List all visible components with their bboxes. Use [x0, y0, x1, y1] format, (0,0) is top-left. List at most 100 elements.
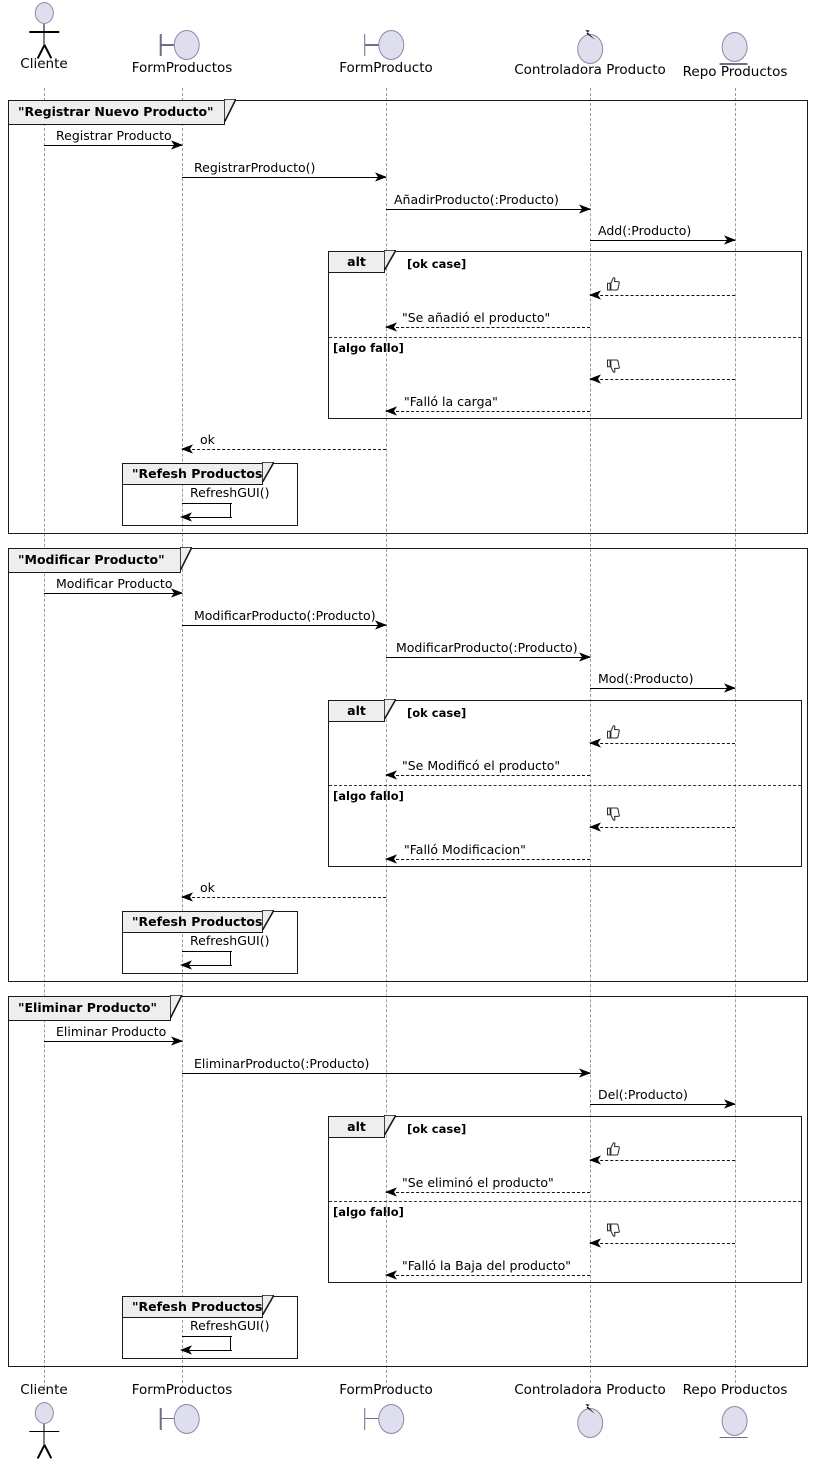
- self-message-refreshgui-2[interactable]: RefreshGUI(): [180, 934, 269, 970]
- participant-controladora-header[interactable]: Controladora Producto: [514, 30, 666, 78]
- alt-separator: [329, 337, 801, 338]
- message-label: "Se añadió el producto": [402, 309, 551, 325]
- lifeline-cliente: [44, 88, 45, 1388]
- fragment-refesh-productos-2[interactable]: "Refesh Productos": [122, 910, 298, 974]
- message-label: Registrar Producto: [56, 127, 172, 143]
- arrow-head-icon: [589, 289, 601, 301]
- fragment-refesh-productos-3[interactable]: "Refesh Productos": [122, 1295, 298, 1359]
- fold-corner-icon: [180, 547, 192, 571]
- arrow-head-icon: [724, 234, 736, 246]
- alt-header: alt: [329, 1115, 396, 1138]
- participant-cliente-header[interactable]: Cliente: [20, 2, 68, 72]
- arrow-head-icon: [181, 891, 193, 903]
- fold-corner-icon: [262, 462, 274, 483]
- fragment-header: "Registrar Nuevo Producto": [9, 99, 236, 125]
- arrow-head-icon: [589, 373, 601, 385]
- message-label: EliminarProducto(:Producto): [194, 1055, 370, 1071]
- self-message-refreshgui-3[interactable]: RefreshGUI(): [180, 1319, 269, 1355]
- fragment-header: "Modificar Producto": [9, 547, 192, 573]
- thumbs-up-icon: [606, 724, 621, 740]
- message-label: "Falló Modificacion": [404, 841, 526, 857]
- fragment-alt-registrar[interactable]: alt [ok case] [algo fallo]: [328, 250, 802, 419]
- lifeline-repo: [735, 88, 736, 1388]
- fragment-header: "Refesh Productos": [123, 1295, 274, 1318]
- message-label: "Se Modificó el producto": [402, 757, 561, 773]
- fragment-eliminar-producto[interactable]: "Eliminar Producto": [8, 995, 808, 1367]
- self-message-label: RefreshGUI(): [190, 933, 270, 948]
- participant-repo-footer[interactable]: Repo Productos: [683, 1383, 787, 1440]
- fragment-registrar-nuevo-producto[interactable]: "Registrar Nuevo Producto": [8, 99, 808, 534]
- fragment-title: "Refesh Productos": [132, 1298, 269, 1314]
- participant-formproductos-footer[interactable]: FormProductos: [131, 1382, 233, 1436]
- arrow-head-icon: [579, 1067, 591, 1079]
- message-label: Add(:Producto): [598, 222, 692, 238]
- message-label: RegistrarProducto(): [194, 159, 316, 175]
- message-label: ok: [200, 879, 215, 895]
- actor-icon: [21, 1401, 67, 1459]
- control-icon: [575, 1403, 605, 1438]
- arrow-head-icon: [180, 1344, 192, 1356]
- participant-label: Repo Productos: [682, 64, 788, 80]
- fragment-title: "Refesh Productos": [132, 913, 269, 929]
- participant-label: FormProductos: [131, 1382, 233, 1398]
- actor-icon: [21, 2, 67, 59]
- arrow-head-icon: [385, 769, 397, 781]
- participant-label: FormProducto: [339, 60, 433, 76]
- fold-corner-icon: [262, 1295, 274, 1316]
- fragment-alt-modificar[interactable]: alt [ok case] [algo fallo]: [328, 699, 802, 867]
- fragment-refesh-productos-1[interactable]: "Refesh Productos": [122, 462, 298, 526]
- arrow-head-icon: [180, 959, 192, 971]
- participant-controladora-footer[interactable]: Controladora Producto: [514, 1382, 666, 1438]
- lifeline-formproductos: [182, 88, 183, 1388]
- arrow-head-icon: [171, 139, 183, 151]
- participant-formproductos-header[interactable]: FormProductos: [132, 30, 232, 76]
- participant-label: Cliente: [20, 56, 68, 72]
- arrow-head-icon: [724, 1098, 736, 1110]
- fragment-modificar-producto[interactable]: "Modificar Producto": [8, 547, 808, 982]
- participant-repo-header[interactable]: Repo Productos: [682, 32, 788, 80]
- thumbs-up-icon: [606, 276, 621, 292]
- arrow-head-icon: [385, 853, 397, 865]
- fragment-alt-eliminar[interactable]: alt [ok case] [algo fallo]: [328, 1115, 802, 1283]
- self-message-refreshgui-1[interactable]: RefreshGUI(): [180, 486, 269, 522]
- alt-separator: [329, 1201, 801, 1202]
- alt-guard-fail: [algo fallo]: [333, 1205, 404, 1219]
- boundary-icon: [364, 1403, 408, 1436]
- thumbs-down-icon: [606, 358, 621, 374]
- fold-corner-icon: [170, 995, 182, 1019]
- message-label: ModificarProducto(:Producto): [396, 639, 578, 655]
- message-label: Del(:Producto): [598, 1086, 688, 1102]
- boundary-icon: [160, 30, 204, 62]
- alt-header: alt: [329, 250, 396, 273]
- arrow-head-icon: [589, 821, 601, 833]
- thumbs-down-icon: [606, 1222, 621, 1238]
- arrow-head-icon: [385, 321, 397, 333]
- participant-formproducto-header[interactable]: FormProducto: [339, 30, 433, 76]
- alt-label: alt: [347, 1118, 366, 1134]
- fold-corner-icon: [384, 699, 396, 720]
- arrow-head-icon: [385, 1269, 397, 1281]
- boundary-icon: [160, 1403, 204, 1436]
- participant-label: Controladora Producto: [514, 1382, 666, 1398]
- participant-label: Controladora Producto: [514, 62, 666, 78]
- message-label: AñadirProducto(:Producto): [394, 191, 559, 207]
- alt-header: alt: [329, 699, 396, 722]
- alt-guard-ok: [ok case]: [407, 257, 467, 271]
- message-label: Mod(:Producto): [598, 670, 694, 686]
- arrow-head-icon: [171, 587, 183, 599]
- entity-icon: [719, 1405, 750, 1440]
- participant-cliente-footer[interactable]: Cliente: [20, 1383, 68, 1459]
- arrow-head-icon: [385, 405, 397, 417]
- participant-formproducto-footer[interactable]: FormProducto: [339, 1383, 433, 1436]
- fold-corner-icon: [262, 910, 274, 931]
- alt-guard-ok: [ok case]: [407, 1122, 467, 1136]
- entity-icon: [719, 32, 750, 66]
- message-label: "Falló la Baja del producto": [402, 1257, 572, 1273]
- alt-guard-fail: [algo fallo]: [333, 341, 404, 355]
- fold-corner-icon: [384, 1115, 396, 1136]
- fragment-title: "Registrar Nuevo Producto": [18, 104, 214, 120]
- arrow-head-icon: [180, 511, 192, 523]
- alt-guard-fail: [algo fallo]: [333, 789, 404, 803]
- lifeline-formproducto: [386, 88, 387, 1388]
- arrow-head-icon: [589, 1154, 601, 1166]
